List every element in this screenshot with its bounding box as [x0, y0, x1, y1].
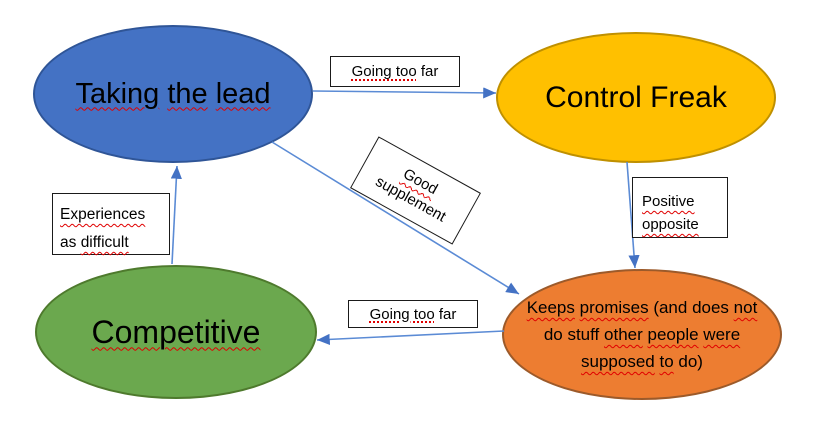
edge-label-text: Going too far	[369, 305, 457, 323]
node-label-control-freak: Control Freak	[545, 80, 727, 114]
node-taking-the-lead[interactable]: Taking the lead	[33, 25, 313, 163]
edge-label-text: Going too far	[351, 63, 439, 80]
node-label-competitive: Competitive	[91, 313, 261, 350]
node-control-freak[interactable]: Control Freak	[496, 32, 776, 163]
connector-keeps-promises-to-competitive[interactable]	[316, 330, 505, 345]
edge-label-going-too-far-top[interactable]: Going too far	[330, 56, 460, 87]
node-label-taking-the-lead: Taking the lead	[75, 77, 271, 110]
connector-taking-the-lead-to-control-freak[interactable]	[312, 87, 497, 99]
edge-label-going-too-far-bottom[interactable]: Going too far	[348, 300, 478, 328]
node-competitive[interactable]: Competitive	[35, 265, 317, 399]
connector-control-freak-to-keeps-promises[interactable]	[626, 161, 640, 269]
connector-competitive-to-taking-the-lead[interactable]	[170, 165, 182, 265]
connector-taking-the-lead-to-keeps-promises[interactable]	[271, 141, 520, 295]
